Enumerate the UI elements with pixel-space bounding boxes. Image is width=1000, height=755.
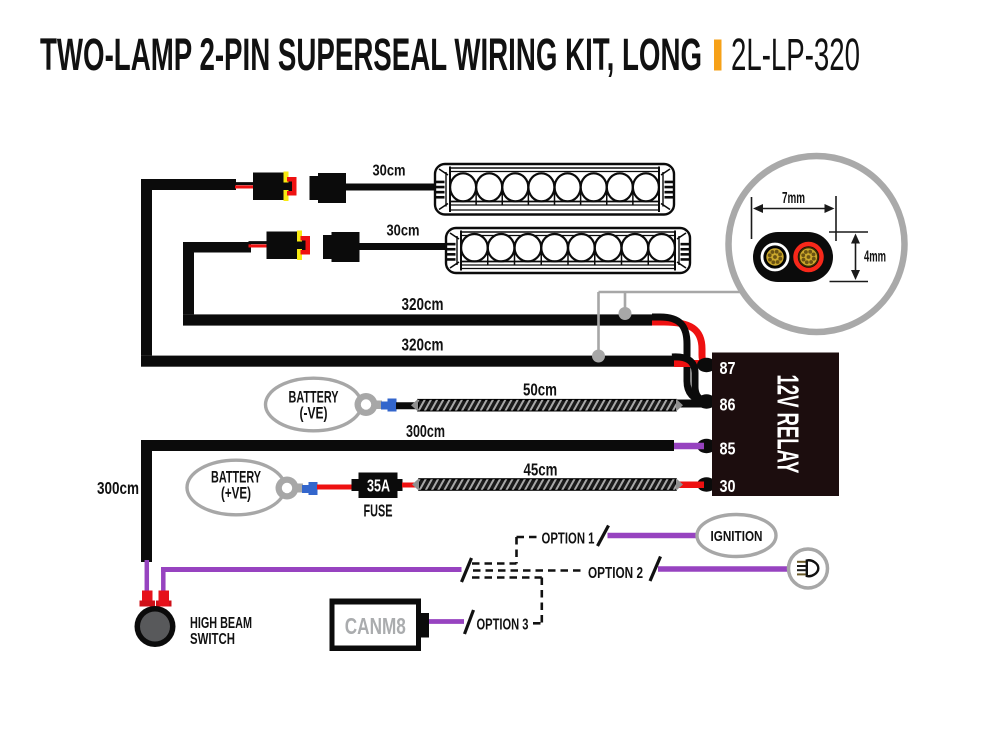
svg-text:TWO-LAMP 2-PIN SUPERSEAL WIRIN: TWO-LAMP 2-PIN SUPERSEAL WIRING KIT, LON… — [40, 29, 702, 80]
svg-text:45cm: 45cm — [524, 460, 558, 480]
svg-text:OPTION 1: OPTION 1 — [542, 531, 595, 548]
svg-text:35A: 35A — [367, 476, 390, 496]
svg-text:7mm: 7mm — [782, 190, 805, 207]
svg-text:87: 87 — [720, 358, 736, 378]
svg-text:BATTERY: BATTERY — [211, 468, 261, 487]
svg-text:(-VE): (-VE) — [300, 404, 328, 423]
svg-text:12V RELAY: 12V RELAY — [771, 375, 806, 474]
svg-text:4mm: 4mm — [864, 249, 886, 266]
svg-text:85: 85 — [720, 439, 736, 459]
svg-text:IGNITION: IGNITION — [711, 528, 763, 545]
svg-text:300cm: 300cm — [97, 478, 139, 498]
svg-text:OPTION 3: OPTION 3 — [477, 617, 529, 634]
svg-text:(+VE): (+VE) — [221, 484, 251, 503]
svg-text:320cm: 320cm — [402, 294, 444, 314]
svg-text:300cm: 300cm — [406, 421, 445, 441]
svg-text:BATTERY: BATTERY — [289, 388, 339, 407]
svg-text:30cm: 30cm — [373, 163, 406, 180]
svg-text:FUSE: FUSE — [364, 501, 393, 521]
svg-text:50cm: 50cm — [523, 380, 557, 400]
svg-text:HIGH BEAM: HIGH BEAM — [190, 615, 252, 632]
svg-text:2L-LP-320: 2L-LP-320 — [731, 29, 860, 80]
svg-text:320cm: 320cm — [402, 335, 444, 355]
svg-text:OPTION 2: OPTION 2 — [588, 565, 643, 582]
svg-text:30cm: 30cm — [387, 223, 420, 240]
svg-text:CANM8: CANM8 — [345, 613, 406, 639]
svg-text:86: 86 — [720, 395, 736, 415]
svg-text:30: 30 — [720, 476, 736, 496]
svg-text:SWITCH: SWITCH — [190, 631, 235, 648]
